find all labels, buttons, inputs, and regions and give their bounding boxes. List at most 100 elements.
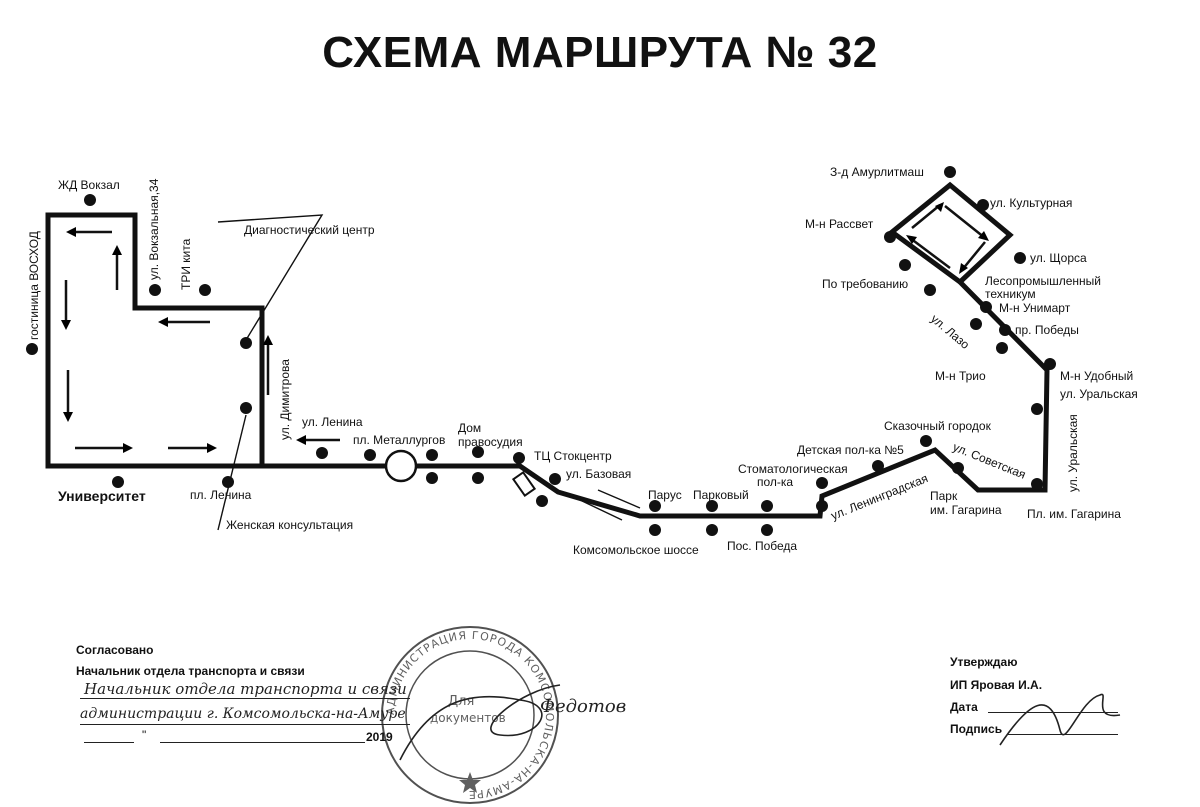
arrowhead-icon	[207, 443, 217, 453]
stop-dot-sovetskaya	[952, 462, 964, 474]
stop-dot-stokcentr	[513, 452, 525, 464]
stamp-outer-ring	[381, 626, 559, 804]
stop-dot-po-treb	[924, 284, 936, 296]
arrowhead-icon	[123, 443, 133, 453]
label-stokcentr: ТЦ Стокцентр	[534, 449, 612, 463]
label-pl-lenina: пл. Ленина	[190, 488, 252, 502]
stop-dot-voshod	[26, 343, 38, 355]
stop-dot-lenina	[316, 447, 328, 459]
label-stomat-1: Стоматологическая	[738, 462, 848, 476]
label-universitet: Университет	[58, 488, 146, 504]
stop-dot-leningr	[816, 500, 828, 512]
stop-dot-bazovaya-1	[549, 473, 561, 485]
stop-dot-detskaya-1	[816, 477, 828, 489]
arrow-icon	[961, 241, 986, 271]
stamp-center-1: Для	[448, 694, 474, 709]
label-pr-pobedy: пр. Победы	[1015, 323, 1079, 337]
arrow-icon	[911, 204, 941, 229]
official-stamp: АДМИНИСТРАЦИЯ ГОРОДА КОМСОМОЛЬСКА-НА-АМУ…	[381, 626, 559, 804]
arrow-icon	[944, 205, 986, 239]
label-uralskaya-vertical: ул. Уральская	[1066, 414, 1080, 492]
label-metallurgov: пл. Металлургов	[353, 433, 445, 447]
label-parkoviy: Парковый	[693, 488, 749, 502]
stop-dot-komsomolskoe	[649, 524, 661, 536]
page-title: СХЕМА МАРШРУТА № 32	[322, 28, 878, 77]
stop-dot-parus	[649, 500, 661, 512]
label-zhd-vokzal: ЖД Вокзал	[58, 178, 120, 192]
label-unimart: М-н Унимарт	[999, 301, 1071, 315]
stop-dot-dom-3	[472, 446, 484, 458]
pointer-diag-center	[217, 214, 324, 341]
signature-left-icon	[399, 684, 561, 761]
arrowhead-icon	[959, 263, 968, 274]
arrowhead-icon	[158, 317, 168, 327]
stop-dot-rassvet	[884, 231, 896, 243]
footer-year: 2019	[366, 730, 393, 744]
arrowhead-icon	[906, 235, 917, 244]
stop-dot-bazovaya-2	[536, 495, 548, 507]
label-skazochny: Сказочный городок	[884, 419, 992, 433]
stop-dot-unimart	[980, 301, 992, 313]
stop-dot-dom-1	[426, 449, 438, 461]
stop-dot-tri-kita	[199, 284, 211, 296]
stop-dot-uralskaya	[1031, 403, 1043, 415]
stop-dot-udobny	[1044, 358, 1056, 370]
label-udobny: М-н Удобный	[1060, 369, 1133, 383]
label-pl-gagarina: Пл. им. Гагарина	[1027, 507, 1121, 521]
arrowhead-icon	[296, 435, 306, 445]
arrowhead-icon	[61, 320, 71, 330]
stop-dot-kulturnaya	[977, 199, 989, 211]
label-trio: М-н Трио	[935, 369, 986, 383]
label-dom-1: Дом	[458, 421, 481, 435]
stop-dot-detskaya-2	[872, 460, 884, 472]
roundabout-metallurgov	[384, 449, 418, 483]
label-bazovaya: ул. Базовая	[566, 467, 631, 481]
arrowhead-icon	[112, 245, 122, 255]
footer-date-day-line	[84, 742, 134, 743]
stop-dot-dom-2	[426, 472, 438, 484]
stop-dot-universitet	[112, 476, 124, 488]
label-park-gagarina-2: им. Гагарина	[930, 503, 1002, 517]
label-uralskaya: ул. Уральская	[1060, 387, 1138, 401]
label-vokzalnaya: ул. Вокзальная,34	[147, 178, 161, 280]
direction-arrows	[61, 202, 989, 453]
arrowhead-icon	[935, 202, 944, 212]
stop-dot-amurlitmash	[944, 166, 956, 178]
stop-dot-po-treb-2	[899, 259, 911, 271]
label-lesoprom-2: техникум	[985, 287, 1036, 301]
label-pos-pobeda: Пос. Победа	[727, 539, 797, 553]
footer-underline-2	[80, 724, 410, 725]
label-lazo: ул. Лазо	[928, 312, 972, 352]
route-line-east-loop	[887, 181, 1014, 285]
label-dimitrova: ул. Димитрова	[278, 359, 292, 440]
arrowhead-icon	[66, 227, 76, 237]
label-detskaya: Детская пол-ка №5	[797, 443, 904, 457]
footer-sign-label: Подпись	[950, 722, 1003, 736]
footer-head-transport: Начальник отдела транспорта и связи	[76, 664, 305, 678]
label-park-gagarina-1: Парк	[930, 489, 958, 503]
footer-date-month-line	[160, 742, 365, 743]
label-leningradskaya: ул. Ленинградская	[829, 471, 930, 523]
stop-dot-pr-pobedy	[999, 324, 1011, 336]
label-tri-kita: ТРИ кита	[179, 238, 193, 290]
stop-dot-diag	[240, 337, 252, 349]
label-rassvet: М-н Рассвет	[805, 217, 874, 231]
route-line-west-loop	[45, 212, 265, 469]
footer-date-line	[988, 712, 1118, 713]
stop-dot-pos-pobeda-2	[761, 524, 773, 536]
arrowhead-icon	[978, 231, 989, 241]
stop-dot-vokzalnaya	[149, 284, 161, 296]
label-dom-2: правосудия	[458, 435, 523, 449]
rail-crossing-icon	[511, 470, 537, 498]
rail-line-2	[579, 499, 623, 521]
label-lesoprom-1: Лесопромышленный	[985, 274, 1101, 288]
arrow-icon	[909, 237, 951, 269]
footer-sign-line	[1008, 734, 1118, 735]
stop-dot-pl-lenina	[222, 476, 234, 488]
label-amurlitmash: З-д Амурлитмаш	[830, 165, 924, 179]
label-lenina-street: ул. Ленина	[302, 415, 363, 429]
rail-line-1	[597, 489, 641, 509]
footer-date-quote: "	[142, 728, 147, 742]
